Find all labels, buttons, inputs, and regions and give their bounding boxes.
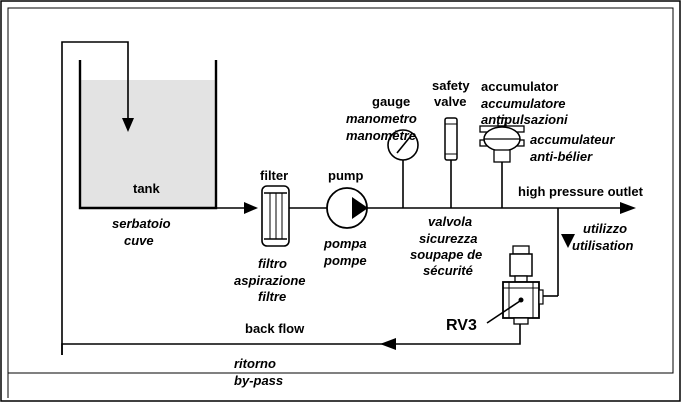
serbatoio-label: serbatoio xyxy=(112,216,171,231)
safety-label: safety xyxy=(432,78,470,93)
outlet-arrow xyxy=(620,202,636,214)
suction-arrow xyxy=(244,202,258,214)
valve-label: valve xyxy=(434,94,467,109)
rv3-label: RV3 xyxy=(446,317,477,334)
back-flow-label: back flow xyxy=(245,321,305,336)
pump-symbol xyxy=(326,187,368,229)
ritorno-label: ritorno xyxy=(234,356,276,371)
tank-body xyxy=(78,60,218,210)
utilizzo-label: utilizzo xyxy=(583,221,627,236)
manometro-label: manometro xyxy=(346,111,417,126)
tank-inlet-arrow xyxy=(122,118,134,132)
cuve-label: cuve xyxy=(124,233,154,248)
antipulsazioni-label: antipulsazioni xyxy=(481,112,568,127)
anti-belier-label: anti-bélier xyxy=(530,149,593,164)
utilisation-arrow xyxy=(561,234,575,248)
pump-label: pump xyxy=(328,168,363,183)
accumulator-symbol xyxy=(479,117,525,163)
pompa-label: pompa xyxy=(323,236,367,251)
back-flow-line xyxy=(61,324,521,355)
inner-frame xyxy=(7,7,674,374)
valvola-label: valvola xyxy=(428,214,472,229)
accumulateur-label: accumulateur xyxy=(530,132,615,147)
utilisation-label: utilisation xyxy=(572,238,633,253)
filter-label: filter xyxy=(260,168,288,183)
by-pass-label: by-pass xyxy=(234,373,283,388)
gauge-symbol xyxy=(387,129,419,161)
tank-inlet-line xyxy=(61,41,129,355)
accumulatore-label: accumulatore xyxy=(481,96,566,111)
filter-symbol xyxy=(261,185,290,247)
manometre-label: manomètre xyxy=(346,128,416,143)
pompe-label: pompe xyxy=(323,253,367,268)
rv3-valve-symbol xyxy=(502,245,544,325)
rv3-pointer-line xyxy=(486,300,521,324)
filtro-label: filtro xyxy=(258,256,287,271)
tank-label: tank xyxy=(133,181,161,196)
back-flow-arrow xyxy=(380,338,396,350)
tank-fluid xyxy=(80,80,215,207)
securite-label: sécurité xyxy=(423,263,473,278)
high-pressure-outlet-label: high pressure outlet xyxy=(518,184,644,199)
accumulator-label: accumulator xyxy=(481,79,558,94)
aspirazione-label: aspirazione xyxy=(234,273,306,288)
soupape-de-label: soupape de xyxy=(410,247,482,262)
gauge-label: gauge xyxy=(372,94,410,109)
sicurezza-label: sicurezza xyxy=(419,231,478,246)
filtre-label: filtre xyxy=(258,289,286,304)
safety-valve-symbol xyxy=(444,117,458,161)
